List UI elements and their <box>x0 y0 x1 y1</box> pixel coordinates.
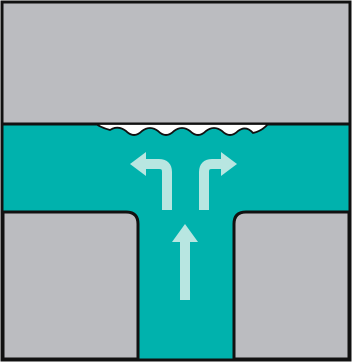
lower-right-wall <box>234 212 349 359</box>
lower-left-wall <box>3 212 138 359</box>
upper-wall <box>3 3 349 124</box>
